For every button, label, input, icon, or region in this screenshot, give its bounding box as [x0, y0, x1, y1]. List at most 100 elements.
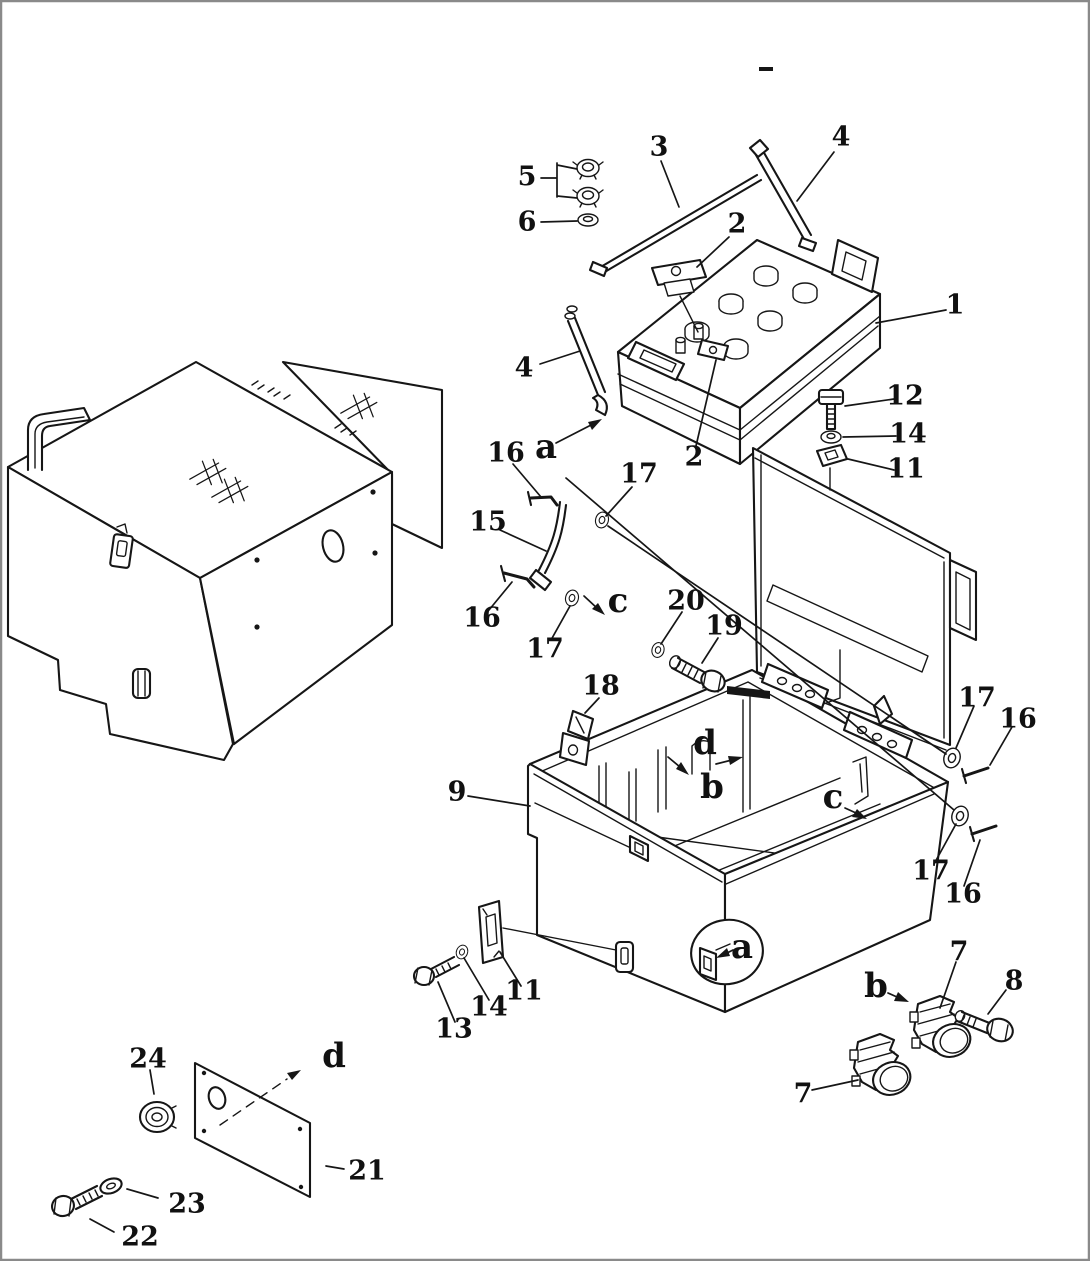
callout-c-17: c — [608, 581, 629, 621]
washer-20 — [649, 640, 667, 660]
open-lid — [751, 446, 978, 751]
box-latch — [109, 523, 134, 569]
callout-16-15: 16 — [463, 603, 501, 634]
rear-panel — [281, 360, 444, 550]
grommet-24 — [138, 1100, 177, 1134]
washer-17-mid-lower — [563, 588, 581, 608]
holddown-rod-4-right — [748, 138, 818, 253]
arrow-d-box — [728, 756, 743, 765]
plate-21-group — [51, 1061, 312, 1218]
arrow-c-box — [852, 809, 867, 819]
battery-assembly — [564, 138, 882, 466]
rod-15-group — [499, 490, 611, 608]
callout-14-8: 14 — [889, 419, 927, 450]
hinge-parts — [727, 662, 998, 843]
arrow-a-top — [588, 419, 602, 430]
washer-14-upper — [820, 430, 842, 444]
hinge-bar — [727, 686, 770, 699]
wing-nut-5b — [572, 186, 604, 208]
leader-lines — [89, 151, 1013, 1233]
keeper-11-lower — [477, 899, 505, 965]
lid-stiffener — [766, 584, 929, 673]
arrow-c-left — [592, 603, 605, 615]
callout-3-0: 3 — [650, 132, 669, 163]
pivot-pin-16-upper — [960, 766, 990, 785]
callout-7-36: 7 — [794, 1079, 813, 1110]
valve-7-lower — [848, 1032, 917, 1102]
bolt-19-group — [649, 640, 726, 693]
callout-15-14: 15 — [469, 507, 507, 538]
callout-a-29: a — [731, 927, 753, 967]
callout-11-9: 11 — [887, 454, 925, 485]
clip-11-upper — [815, 443, 849, 468]
callout-8-34: 8 — [1005, 966, 1024, 997]
callout-17-27: 17 — [912, 856, 950, 887]
callout-6-3: 6 — [518, 207, 537, 238]
callout-17-25: 17 — [958, 683, 996, 714]
callout-7-33: 7 — [950, 937, 969, 968]
terminal-clamp-mounted — [696, 338, 730, 362]
box-right-face — [198, 470, 394, 746]
battery-handle-right — [830, 238, 880, 294]
skirt-clip — [131, 667, 152, 700]
pivot-pin-16-lower — [968, 824, 998, 843]
battery-handle-left — [626, 340, 686, 382]
holddown-rod-4-left — [564, 305, 608, 417]
callout-19-19: 19 — [705, 611, 743, 642]
closed-battery-box — [6, 360, 444, 762]
bolt-22 — [51, 1184, 104, 1218]
callout-21-39: 21 — [348, 1156, 386, 1187]
view-arrows — [287, 419, 909, 1080]
bolt-8 — [954, 1009, 1014, 1043]
callout-17-16: 17 — [526, 634, 564, 665]
callout-d-21: d — [693, 723, 717, 763]
callout-1-5: 1 — [946, 290, 965, 321]
latch-tab-upper — [628, 834, 650, 863]
lid-handle — [948, 558, 978, 642]
callout-b-22: b — [700, 767, 724, 807]
holddown-rod-3 — [588, 173, 763, 278]
box-front-left-face — [526, 762, 727, 1014]
callout-13-30: 13 — [435, 1014, 473, 1045]
callout-4-1: 4 — [832, 122, 851, 153]
callout-a-11: a — [535, 427, 557, 467]
callout-18-20: 18 — [582, 671, 620, 702]
arrow-d-plate — [287, 1070, 301, 1080]
callout-16-12: 16 — [487, 438, 525, 469]
callout-24-37: 24 — [129, 1044, 167, 1075]
callout-2-10: 2 — [685, 442, 704, 473]
callout-9-24: 9 — [448, 777, 467, 808]
rim-tab — [872, 694, 894, 726]
callout-22-41: 22 — [121, 1222, 159, 1253]
washer-23 — [99, 1177, 123, 1195]
battery-terminals — [675, 322, 704, 354]
rim-strip-2 — [842, 710, 914, 760]
callout-14-31: 14 — [470, 992, 508, 1023]
washer-6 — [577, 213, 599, 227]
arrow-b-valve — [894, 992, 909, 1002]
arrow-b-box — [676, 762, 689, 775]
callout-16-28: 16 — [944, 879, 982, 910]
callout-b-35: b — [864, 966, 888, 1006]
valve-7-group — [848, 994, 1014, 1102]
callout-12-7: 12 — [886, 381, 924, 412]
part-18-group — [558, 709, 595, 767]
callout-2-4: 2 — [728, 209, 747, 240]
callout-c-23: c — [823, 777, 844, 817]
lid-panel — [751, 446, 952, 747]
callout-4-6: 4 — [515, 353, 534, 384]
terminal-clamp-loose — [650, 258, 708, 333]
battery-right-face — [738, 292, 882, 466]
callout-5-2: 5 — [518, 162, 537, 193]
valve-7-upper — [908, 994, 977, 1064]
oval-hole — [321, 529, 345, 563]
callout-16-26: 16 — [999, 704, 1037, 735]
latch-tab-lower — [614, 940, 635, 974]
callout-17-13: 17 — [620, 459, 658, 490]
bolt-12-group — [815, 388, 849, 491]
rim-strip-1 — [760, 662, 830, 710]
